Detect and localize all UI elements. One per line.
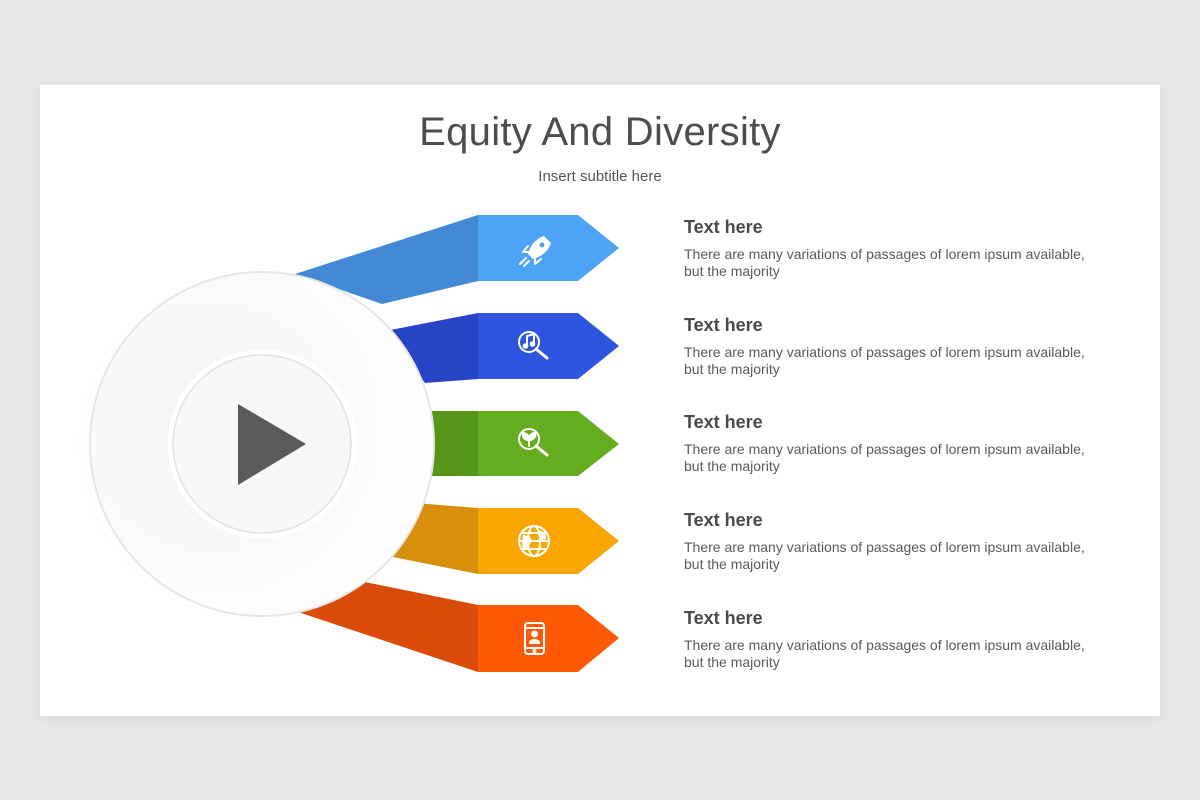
play-icon[interactable] <box>238 404 306 485</box>
item-description: There are many variations of passages of… <box>684 539 1085 572</box>
arrow-4 <box>388 503 619 574</box>
slide-title: Equity And Diversity <box>419 110 781 154</box>
rocket-icon <box>519 236 551 267</box>
arrow-3 <box>430 411 619 476</box>
arrow-1 <box>295 215 619 304</box>
list-item: Text here There are many variations of p… <box>684 510 1104 573</box>
list-item: Text here There are many variations of p… <box>684 608 1104 671</box>
arrow-2-head <box>478 313 619 379</box>
arrow-2 <box>385 313 619 383</box>
item-heading: Text here <box>684 315 763 335</box>
item-heading: Text here <box>684 217 763 237</box>
item-description: There are many variations of passages of… <box>684 441 1085 474</box>
plant-search-icon <box>518 428 549 457</box>
mobile-user-icon <box>524 622 545 655</box>
item-description: There are many variations of passages of… <box>684 344 1085 377</box>
arrow-3-tail <box>430 411 478 476</box>
slide-subtitle: Insert subtitle here <box>538 168 662 185</box>
item-description: There are many variations of passages of… <box>684 246 1085 279</box>
item-heading: Text here <box>684 510 763 530</box>
list-item: Text here There are many variations of p… <box>684 217 1104 280</box>
music-search-icon <box>518 331 549 360</box>
arrow-1-tail <box>295 215 478 304</box>
globe-icon <box>518 525 550 557</box>
list-item: Text here There are many variations of p… <box>684 315 1104 378</box>
arrow-5 <box>298 578 619 672</box>
item-heading: Text here <box>684 608 763 628</box>
arrow-5-tail <box>298 578 478 672</box>
list-item: Text here There are many variations of p… <box>684 412 1104 475</box>
item-heading: Text here <box>684 412 763 432</box>
arrow-5-head <box>478 605 619 672</box>
item-description: There are many variations of passages of… <box>684 637 1085 670</box>
arrow-3-head <box>478 411 619 476</box>
arrow-2-tail <box>385 313 478 383</box>
